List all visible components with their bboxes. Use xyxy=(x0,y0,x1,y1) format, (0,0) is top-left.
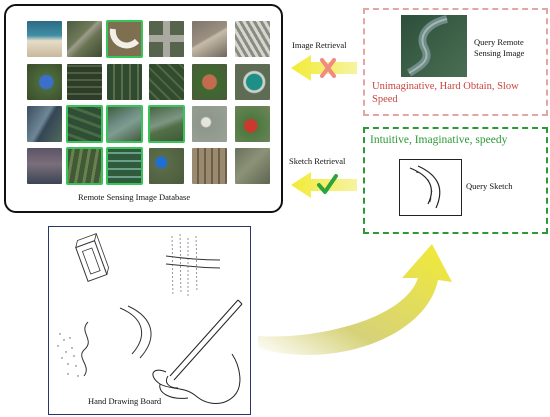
sand-sketch xyxy=(57,333,79,377)
board-sketches xyxy=(57,233,243,404)
intersection-thumbnail xyxy=(149,21,184,57)
hand-drawing-board[interactable] xyxy=(48,226,251,415)
database-image-14[interactable] xyxy=(66,105,103,143)
sketch-retrieval-label: Sketch Retrieval xyxy=(289,156,346,166)
query-sketch-panel xyxy=(363,127,548,234)
database-image-18[interactable] xyxy=(235,106,270,142)
database-image-16[interactable] xyxy=(148,105,185,143)
database-image-5[interactable] xyxy=(192,21,227,57)
database-image-23[interactable] xyxy=(192,148,227,184)
hand-with-pen-sketch xyxy=(152,299,243,404)
query-remote-sensing-image[interactable] xyxy=(401,15,467,77)
database-image-1[interactable] xyxy=(27,21,62,57)
query-image-thumbnail xyxy=(401,15,467,77)
database-image-6[interactable] xyxy=(235,21,270,57)
database-image-2[interactable] xyxy=(67,21,102,57)
database-image-4[interactable] xyxy=(149,21,184,57)
board-caption: Hand Drawing Board xyxy=(88,396,162,406)
image-retrieval-label: Image Retrieval xyxy=(292,40,347,50)
database-image-21[interactable] xyxy=(106,147,143,185)
query-image-label: Query Remote Sensing Image xyxy=(474,37,525,58)
database-image-11[interactable] xyxy=(192,64,227,100)
river-sketch xyxy=(119,305,152,359)
drawbacks-text: Unimaginative, Hard Obtain, Slow Speed xyxy=(372,81,519,105)
query-image-panel xyxy=(363,8,548,116)
query-sketch-card[interactable] xyxy=(399,159,462,216)
cross-icon xyxy=(320,58,336,78)
database-image-15[interactable] xyxy=(106,105,143,143)
database-caption: Remote Sensing Image Database xyxy=(78,192,191,202)
database-image-10[interactable] xyxy=(149,64,184,100)
database-image-8[interactable] xyxy=(67,64,102,100)
database-image-22[interactable] xyxy=(149,148,184,184)
road-sketch xyxy=(165,233,221,297)
database-image-17[interactable] xyxy=(192,106,227,142)
river-bend-thumbnail xyxy=(107,21,142,57)
benefits-text: Intuitive, Imaginative, speedy xyxy=(370,134,508,146)
database-image-24[interactable] xyxy=(235,148,270,184)
sketch-retrieval-arrow xyxy=(291,172,357,198)
database-image-19[interactable] xyxy=(27,148,62,184)
image-retrieval-arrow xyxy=(291,55,357,81)
database-image-7[interactable] xyxy=(27,64,62,100)
river-sketch-drawing xyxy=(409,165,441,209)
curved-transfer-arrow xyxy=(258,244,452,355)
database-image-9[interactable] xyxy=(107,64,142,100)
building-sketch xyxy=(75,233,109,282)
wave-line-sketch xyxy=(81,321,89,377)
database-image-12[interactable] xyxy=(235,64,270,100)
database-image-3[interactable] xyxy=(106,20,143,58)
database-image-13[interactable] xyxy=(27,106,62,142)
query-sketch-label: Query Sketch xyxy=(466,181,513,191)
database-image-20[interactable] xyxy=(66,147,103,185)
check-icon xyxy=(317,174,338,194)
